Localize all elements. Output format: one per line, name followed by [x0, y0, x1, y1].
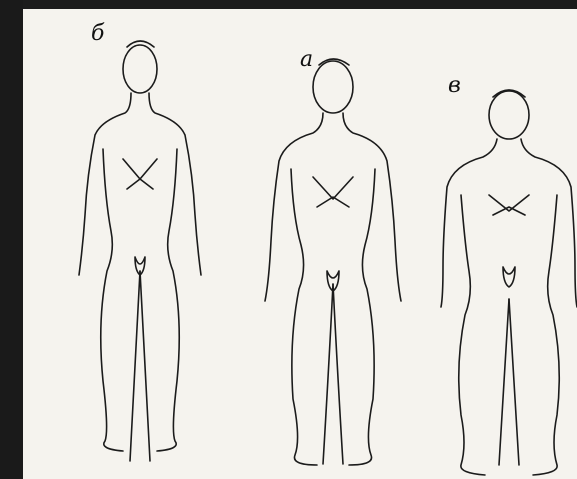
- figure-label-v: в: [448, 73, 461, 98]
- figure-v-outline: [441, 90, 577, 475]
- scanned-page: б а в: [23, 9, 577, 479]
- window-left-bar: [0, 0, 23, 479]
- window-top-bar: [0, 0, 577, 9]
- figure-label-a: а: [300, 47, 313, 72]
- figure-a-outline: [265, 59, 401, 465]
- figure-b-outline: [79, 41, 201, 461]
- body-types-illustration: [23, 9, 577, 479]
- figure-label-b: б: [91, 21, 104, 46]
